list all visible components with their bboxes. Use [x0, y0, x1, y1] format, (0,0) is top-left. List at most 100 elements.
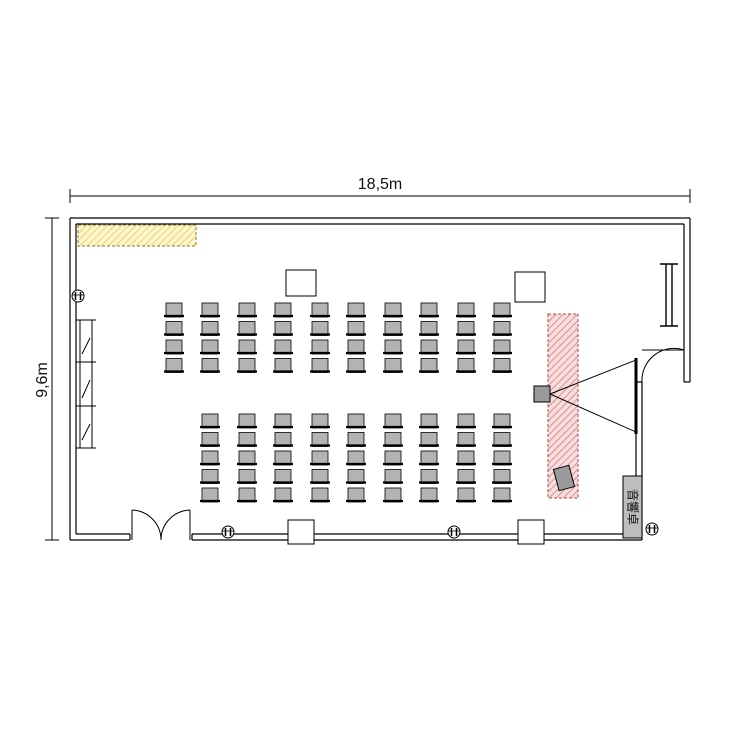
chair [200, 469, 220, 484]
chair [346, 413, 366, 429]
left-windows [76, 319, 96, 449]
chair [237, 487, 257, 503]
outlet-icon [221, 525, 235, 539]
chair [383, 321, 403, 336]
chair [164, 339, 184, 355]
chair [273, 487, 293, 503]
wall-panel [660, 263, 678, 327]
sound-console: 音響卓 [622, 475, 643, 539]
chair [273, 413, 293, 429]
chair [383, 487, 403, 503]
chair [383, 450, 403, 466]
chair [383, 432, 403, 447]
chair [200, 487, 220, 503]
chair [310, 358, 330, 373]
chair [419, 321, 439, 336]
chair [383, 469, 403, 484]
chair [383, 413, 403, 429]
chair [273, 432, 293, 447]
chair [456, 321, 476, 336]
height-dimension-label: 9,6m [34, 362, 51, 398]
chair [200, 413, 220, 429]
chair [200, 450, 220, 466]
chair [419, 487, 439, 503]
chair [237, 450, 257, 466]
chair [419, 302, 439, 318]
chair [456, 413, 476, 429]
chair [456, 450, 476, 466]
chair [237, 321, 257, 336]
chair [492, 450, 512, 466]
chair [200, 302, 220, 318]
chair [273, 469, 293, 484]
height-dimension: 9,6m [34, 217, 59, 541]
chair [346, 321, 366, 336]
chair [310, 450, 330, 466]
walls [69, 217, 691, 541]
chair [346, 487, 366, 503]
chair [492, 413, 512, 429]
door-icon [131, 509, 191, 541]
seating-area [164, 302, 512, 503]
chair [419, 432, 439, 447]
chair [492, 432, 512, 447]
chair [492, 339, 512, 355]
chair [456, 487, 476, 503]
chair [456, 302, 476, 318]
chair [492, 321, 512, 336]
chair [164, 302, 184, 318]
sound-console-label: 音響卓 [626, 489, 641, 525]
lectern [552, 464, 576, 492]
chair [273, 450, 293, 466]
chair [200, 339, 220, 355]
projector-icon [533, 385, 551, 403]
chair [164, 321, 184, 336]
chair [346, 339, 366, 355]
chair [273, 339, 293, 355]
chair [310, 339, 330, 355]
chair [383, 302, 403, 318]
outlet-icon [447, 525, 461, 539]
chair [310, 432, 330, 447]
projection [533, 358, 638, 434]
outlet-icon [71, 289, 85, 303]
chair [310, 413, 330, 429]
chair [237, 469, 257, 484]
chair [346, 450, 366, 466]
chair [492, 469, 512, 484]
chair [200, 358, 220, 373]
outlet-box [285, 269, 317, 297]
chair [273, 358, 293, 373]
outlet-icon [645, 522, 659, 536]
chair [200, 432, 220, 447]
chair [419, 358, 439, 373]
storage-area [77, 224, 197, 247]
chair [492, 302, 512, 318]
chair [237, 302, 257, 318]
width-dimension: 18,5m [69, 176, 691, 203]
chair [383, 358, 403, 373]
chair [346, 358, 366, 373]
chair [419, 450, 439, 466]
chair [456, 469, 476, 484]
pillar [517, 519, 545, 545]
chair [492, 487, 512, 503]
chair [419, 469, 439, 484]
chair [237, 432, 257, 447]
chair [346, 432, 366, 447]
chair [310, 487, 330, 503]
chair [310, 302, 330, 318]
pillar [287, 519, 315, 545]
chair [419, 413, 439, 429]
chair [237, 413, 257, 429]
chair [346, 469, 366, 484]
chair [310, 469, 330, 484]
chair [456, 432, 476, 447]
chair [383, 339, 403, 355]
chair [237, 339, 257, 355]
chair [164, 358, 184, 373]
chair [492, 358, 512, 373]
chair [200, 321, 220, 336]
chair [346, 302, 366, 318]
